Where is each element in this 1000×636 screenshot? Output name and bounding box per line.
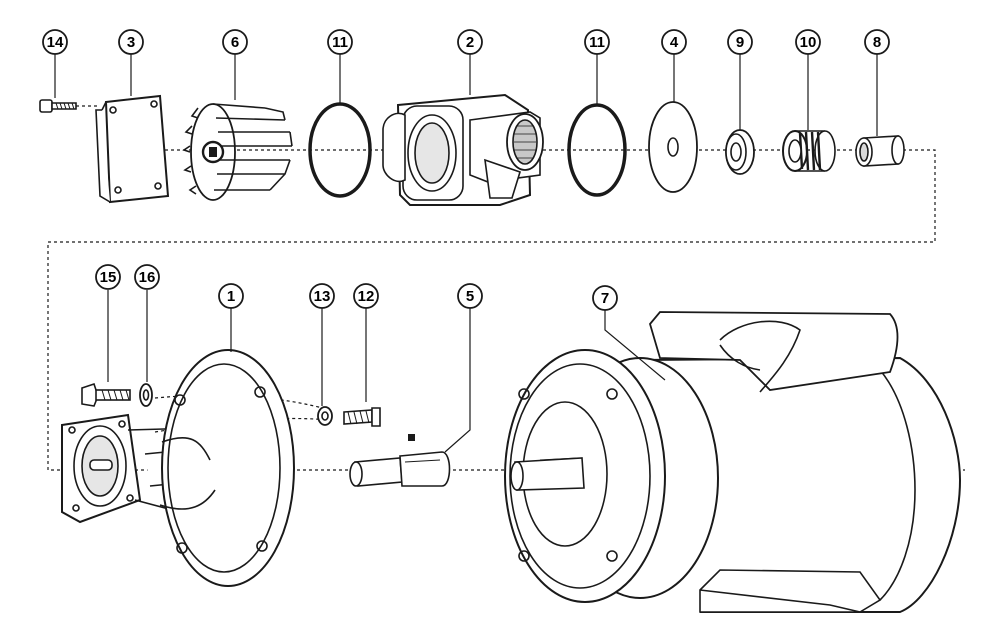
callout-11-right: 11 — [584, 29, 610, 55]
svg-text:14: 14 — [47, 34, 64, 51]
svg-text:12: 12 — [358, 288, 375, 305]
callout-5: 5 — [457, 283, 483, 309]
svg-text:13: 13 — [314, 288, 331, 305]
callout-12: 12 — [353, 283, 379, 309]
svg-text:8: 8 — [873, 34, 881, 51]
svg-text:11: 11 — [589, 34, 605, 51]
part-11-o-ring-right — [567, 103, 627, 197]
svg-text:9: 9 — [736, 34, 744, 51]
part-8-sleeve — [855, 135, 905, 167]
leader-lines — [54, 54, 878, 453]
part-10-mechanical-seal — [782, 130, 836, 172]
part-3-cover-plate — [95, 94, 170, 204]
part-13-washer — [317, 406, 333, 426]
callout-1: 1 — [218, 283, 244, 309]
part-7-motor — [504, 311, 962, 613]
part-5-shaft — [349, 434, 451, 487]
svg-text:11: 11 — [332, 34, 348, 51]
part-2-pump-body — [382, 93, 544, 206]
svg-text:16: 16 — [139, 269, 156, 286]
part-9-seal-seat — [725, 129, 755, 175]
part-16-washer — [139, 383, 153, 407]
part-14-screw — [39, 99, 77, 113]
callout-10: 10 — [795, 29, 821, 55]
callout-15: 15 — [95, 264, 121, 290]
svg-text:6: 6 — [231, 34, 239, 51]
svg-text:4: 4 — [670, 34, 679, 51]
part-4-wear-plate — [648, 101, 698, 193]
callout-7: 7 — [592, 285, 618, 311]
callout-11-left: 11 — [327, 29, 353, 55]
svg-text:15: 15 — [100, 269, 117, 286]
part-12-screw — [343, 407, 381, 427]
callout-16: 16 — [134, 264, 160, 290]
part-1-adapter-bracket — [61, 349, 295, 587]
callout-6: 6 — [222, 29, 248, 55]
svg-text:10: 10 — [800, 34, 817, 51]
callout-9: 9 — [727, 29, 753, 55]
svg-text:7: 7 — [601, 290, 609, 307]
svg-text:5: 5 — [466, 288, 474, 305]
callout-8: 8 — [864, 29, 890, 55]
callout-2: 2 — [457, 29, 483, 55]
svg-text:2: 2 — [466, 34, 474, 51]
part-15-bolt — [81, 382, 131, 407]
svg-text:1: 1 — [227, 288, 235, 305]
part-6-impeller — [182, 103, 293, 201]
callout-3: 3 — [118, 29, 144, 55]
callouts: 14 3 6 11 2 11 4 9 10 8 15 16 1 13 12 5 … — [42, 29, 890, 311]
callout-13: 13 — [309, 283, 335, 309]
callout-4: 4 — [661, 29, 687, 55]
callout-14: 14 — [42, 29, 68, 55]
svg-text:3: 3 — [127, 34, 135, 51]
